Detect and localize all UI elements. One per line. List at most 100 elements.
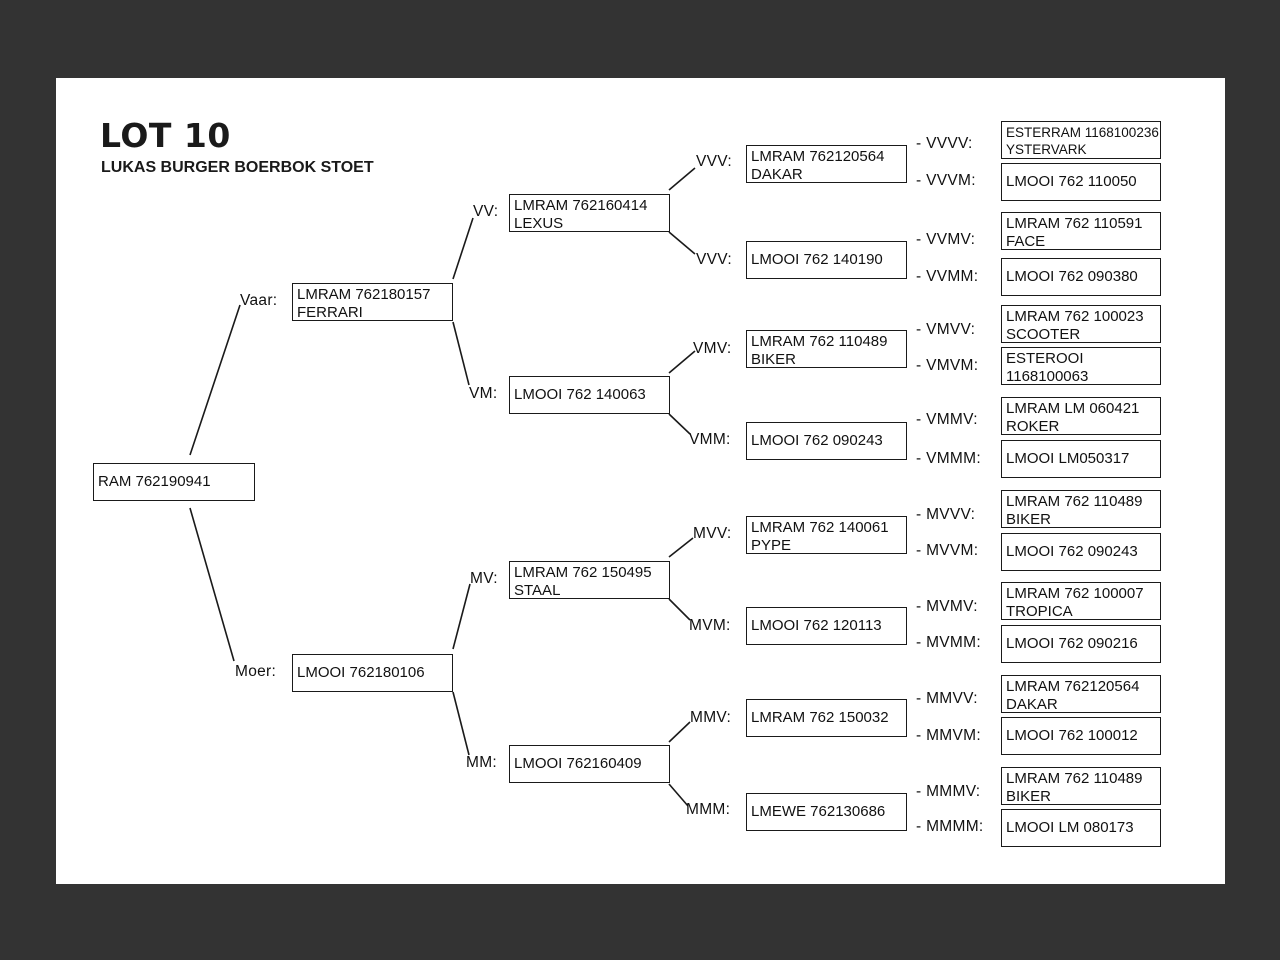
pedigree-registration-vvv: LMRAM 762120564: [751, 148, 885, 165]
pedigree-label-mmmv: - MMMV:: [916, 783, 981, 800]
pedigree-box-vm: LMOOI 762 140063: [509, 376, 670, 414]
pedigree-registration-vmm: LMOOI 762 090243: [751, 432, 883, 449]
pedigree-label-mvvm: - MVVM:: [916, 542, 979, 559]
pedigree-registration-mvmm: LMOOI 762 090216: [1006, 635, 1138, 652]
pedigree-box-mmvm: LMOOI 762 100012: [1001, 717, 1161, 755]
pedigree-registration-vm: LMOOI 762 140063: [514, 386, 646, 403]
lot-title: LOT 10: [100, 116, 231, 155]
pedigree-label-mm: MM:: [466, 754, 498, 771]
subject-animal-id: RAM 762190941: [98, 473, 211, 490]
pedigree-box-mmm: LMEWE 762130686: [746, 793, 907, 831]
pedigree-registration-mvvm: LMOOI 762 090243: [1006, 543, 1138, 560]
pedigree-registration-mmmm: LMOOI LM 080173: [1006, 819, 1134, 836]
pedigree-box-vvm: LMOOI 762 140190: [746, 241, 907, 279]
pedigree-box-moer: LMOOI 762180106: [292, 654, 453, 692]
pedigree-name-mvvv: BIKER: [1006, 511, 1052, 528]
pedigree-label-mv: MV:: [470, 570, 498, 587]
pedigree-name-mvv: PYPE: [751, 537, 792, 554]
pedigree-label-mvvv: - MVVV:: [916, 506, 976, 523]
pedigree-label-vmvm: - VMVM:: [916, 357, 979, 374]
pedigree-registration-mmvv: LMRAM 762120564: [1006, 678, 1140, 695]
pedigree-name-vvv: DAKAR: [751, 166, 803, 183]
pedigree-registration-vmvm: ESTEROOI: [1006, 350, 1084, 367]
pedigree-registration-vmv: LMRAM 762 110489: [751, 333, 888, 350]
pedigree-name-vmvm: 1168100063: [1006, 368, 1089, 385]
pedigree-label-mmm: MMM:: [686, 801, 731, 818]
pedigree-registration-mvv: LMRAM 762 140061: [751, 519, 889, 536]
pedigree-label-vaar: Vaar:: [240, 292, 278, 309]
pedigree-label-vvmm: - VVMM:: [916, 268, 979, 285]
pedigree-label-vvmv: - VVMV:: [916, 231, 976, 248]
pedigree-label-mvv: MVV:: [693, 525, 732, 542]
pedigree-registration-vaar: LMRAM 762180157: [297, 286, 431, 303]
pedigree-label-vvvv: - VVVV:: [916, 135, 973, 152]
pedigree-name-vvvv: YSTERVARK: [1006, 142, 1087, 157]
pedigree-name-mmmv: BIKER: [1006, 788, 1052, 805]
pedigree-registration-vmmv: LMRAM LM 060421: [1006, 400, 1140, 417]
pedigree-label-vmvv: - VMVV:: [916, 321, 976, 338]
pedigree-box-mmv: LMRAM 762 150032: [746, 699, 907, 737]
pedigree-registration-vvvv: ESTERRAM 1168100236: [1006, 125, 1159, 140]
lot-subtitle: LUKAS BURGER BOERBOK STOET: [101, 159, 374, 176]
pedigree-label-vmm: VMM:: [689, 431, 731, 448]
pedigree-name-vaar: FERRARI: [297, 304, 363, 321]
pedigree-registration-vvmm: LMOOI 762 090380: [1006, 268, 1138, 285]
pedigree-label-mmmm: - MMMM:: [916, 818, 984, 835]
pedigree-box-vmmm: LMOOI LM050317: [1001, 440, 1161, 478]
pedigree-name-vvmv: FACE: [1006, 233, 1046, 250]
pedigree-registration-moer: LMOOI 762180106: [297, 664, 425, 681]
pedigree-registration-vv: LMRAM 762160414: [514, 197, 648, 214]
pedigree-label-mvm: MVM:: [689, 617, 731, 634]
pedigree-box-vvvm: LMOOI 762 110050: [1001, 163, 1161, 201]
pedigree-label-moer: Moer:: [235, 663, 277, 680]
pedigree-box-mmmm: LMOOI LM 080173: [1001, 809, 1161, 847]
pedigree-registration-mmm: LMEWE 762130686: [751, 803, 886, 820]
pedigree-box-mvmm: LMOOI 762 090216: [1001, 625, 1161, 663]
pedigree-label-mmvm: - MMVM:: [916, 727, 981, 744]
pedigree-label-mvmm: - MVMM:: [916, 634, 981, 651]
pedigree-name-vv: LEXUS: [514, 215, 564, 232]
pedigree-name-mvmv: TROPICA: [1006, 603, 1073, 620]
pedigree-name-mv: STAAL: [514, 582, 561, 599]
pedigree-registration-vvvm: LMOOI 762 110050: [1006, 173, 1137, 190]
pedigree-registration-mvmv: LMRAM 762 100007: [1006, 585, 1144, 602]
pedigree-label-vmmm: - VMMM:: [916, 450, 981, 467]
pedigree-box-vvmm: LMOOI 762 090380: [1001, 258, 1161, 296]
pedigree-registration-mv: LMRAM 762 150495: [514, 564, 652, 581]
pedigree-label-vvm: VVV:: [696, 251, 732, 268]
pedigree-label-vvvm: - VVVM:: [916, 172, 976, 189]
pedigree-registration-mmv: LMRAM 762 150032: [751, 709, 889, 726]
pedigree-name-vmv: BIKER: [751, 351, 797, 368]
pedigree-registration-vmvv: LMRAM 762 100023: [1006, 308, 1144, 325]
pedigree-name-mmvv: DAKAR: [1006, 696, 1058, 713]
pedigree-box-mvm: LMOOI 762 120113: [746, 607, 907, 645]
pedigree-registration-mm: LMOOI 762160409: [514, 755, 642, 772]
pedigree-box-vmm: LMOOI 762 090243: [746, 422, 907, 460]
pedigree-name-vmvv: SCOOTER: [1006, 326, 1081, 343]
pedigree-box-mm: LMOOI 762160409: [509, 745, 670, 783]
pedigree-label-mmv: MMV:: [690, 709, 732, 726]
pedigree-name-vmmv: ROKER: [1006, 418, 1060, 435]
pedigree-label-vv: VV:: [473, 203, 499, 220]
pedigree-registration-mvvv: LMRAM 762 110489: [1006, 493, 1143, 510]
pedigree-registration-mvm: LMOOI 762 120113: [751, 617, 882, 634]
subject-animal-box: RAM 762190941: [93, 463, 255, 501]
pedigree-label-mvmv: - MVMV:: [916, 598, 978, 615]
pedigree-label-vmmv: - VMMV:: [916, 411, 978, 428]
pedigree-label-vvv: VVV:: [696, 153, 732, 170]
pedigree-label-vm: VM:: [469, 385, 498, 402]
pedigree-registration-mmvm: LMOOI 762 100012: [1006, 727, 1138, 744]
